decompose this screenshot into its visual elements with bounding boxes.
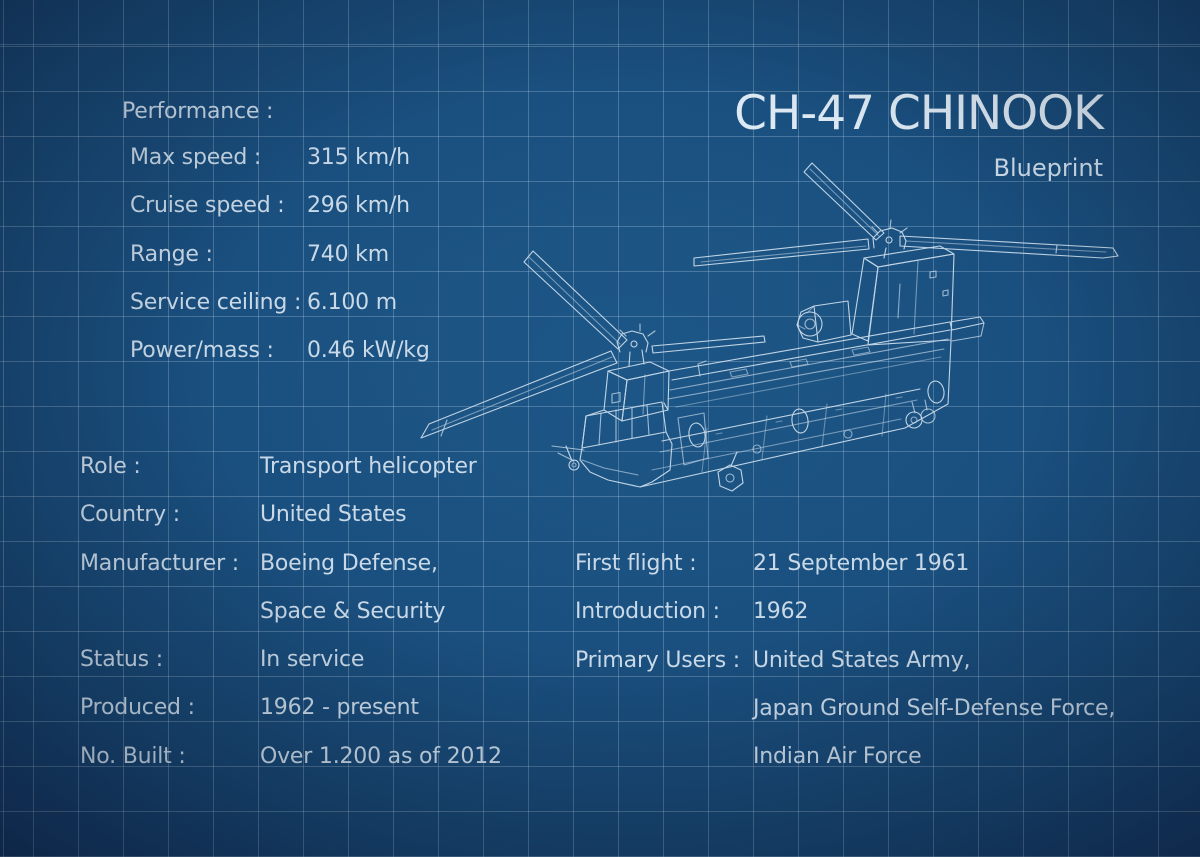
spec-row: Country : United States [80, 502, 502, 550]
spec-row: Power/mass : 0.46 kW/kg [130, 338, 430, 386]
general-block: Role : Transport helicopter Country : Un… [80, 454, 502, 792]
poster-subtitle: Blueprint [993, 154, 1104, 182]
spec-row: First flight : 21 September 1961 [575, 551, 1115, 599]
spec-value: 0.46 kW/kg [307, 338, 430, 364]
spec-value: United States Army, [753, 647, 971, 673]
spec-label: Role : [80, 454, 141, 479]
spec-row: Produced : 1962 - present [80, 695, 502, 743]
spec-row: Range : 740 km [130, 242, 430, 290]
front-rotor-blade-right [651, 335, 766, 354]
spec-value: Indian Air Force [753, 744, 922, 770]
front-rotor-blade-upleft [523, 250, 628, 350]
poster-title: CH-47 CHINOOK [734, 86, 1104, 141]
cockpit-outline [579, 409, 673, 488]
fuselage-bottom [639, 427, 906, 488]
spec-row: Role : Transport helicopter [80, 454, 502, 502]
spec-label: Country : [80, 502, 181, 528]
spec-label: No. Built : [80, 743, 186, 769]
spec-row: Japan Ground Self-Defense Force, [575, 696, 1115, 744]
spec-row: Manufacturer : Boeing Defense, [80, 551, 502, 599]
spec-value: 315 km/h [307, 145, 410, 170]
spec-label: Produced : [80, 695, 195, 721]
spec-label: Manufacturer : [80, 550, 239, 576]
spec-row: Space & Security [80, 599, 502, 647]
spec-label: Cruise speed : [130, 193, 285, 219]
spec-label: Primary Users : [575, 647, 741, 673]
spec-value: 1962 - present [260, 695, 419, 721]
spec-row: Cruise speed : 296 km/h [130, 193, 430, 241]
spec-value: 296 km/h [307, 193, 410, 219]
spec-value: 21 September 1961 [753, 551, 970, 576]
title-block: CH-47 CHINOOK Blueprint [734, 86, 1104, 182]
spec-value: 1962 [753, 599, 809, 625]
spec-row: Indian Air Force [575, 744, 1115, 792]
windshield [581, 401, 667, 449]
history-block: First flight : 21 September 1961 Introdu… [575, 551, 1115, 792]
spec-row: No. Built : Over 1.200 as of 2012 [80, 744, 502, 792]
spec-value: Boeing Defense, [260, 550, 438, 576]
cabin-window [927, 380, 945, 404]
spec-row: Status : In service [80, 647, 502, 695]
performance-rows: Max speed : 315 km/h Cruise speed : 296 … [130, 145, 430, 386]
spec-label: Max speed : [130, 145, 262, 170]
spec-label: First flight : [575, 551, 697, 576]
performance-block: Performance : [122, 99, 273, 125]
spec-value: Over 1.200 as of 2012 [260, 743, 502, 769]
spec-value: Japan Ground Self-Defense Force, [753, 695, 1116, 721]
engine-nacelle [813, 300, 852, 343]
spec-value: 6.100 m [307, 289, 398, 315]
spec-value: 740 km [307, 241, 389, 267]
tail-ramp [904, 340, 952, 429]
spec-label: Power/mass : [130, 338, 274, 364]
spec-value: Space & Security [260, 598, 446, 624]
spec-label: Status : [80, 647, 163, 673]
spec-value: In service [260, 647, 365, 673]
spec-row: Max speed : 315 km/h [130, 145, 430, 193]
spec-value: Transport helicopter [260, 454, 477, 479]
spec-label: Service ceiling : [130, 289, 302, 315]
performance-heading: Performance : [122, 99, 274, 124]
spec-value: United States [260, 502, 407, 528]
spec-row: Service ceiling : 6.100 m [130, 290, 430, 338]
spec-label: Range : [130, 241, 213, 267]
spec-row: Primary Users : United States Army, [575, 648, 1115, 696]
nose-probes [551, 445, 585, 462]
spec-row: Introduction : 1962 [575, 599, 1115, 647]
spec-label: Introduction : [575, 599, 720, 625]
rear-rotor-blade-left [693, 238, 870, 267]
